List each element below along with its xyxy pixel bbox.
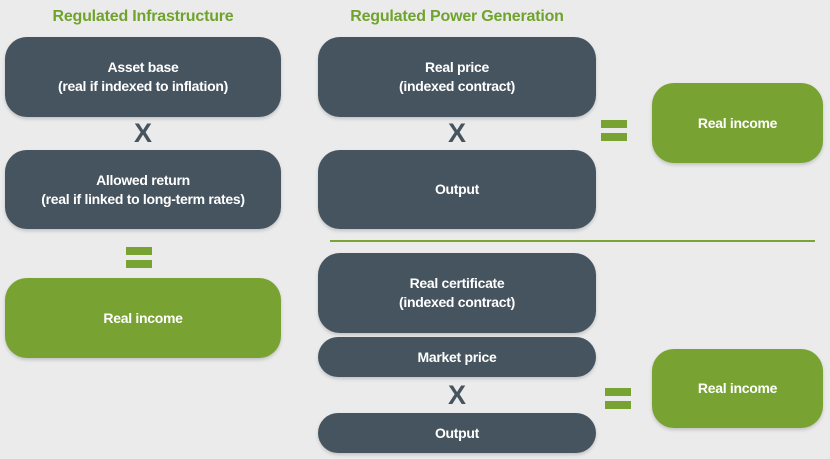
real-income-label: Real income <box>697 380 778 396</box>
multiply-operator-middle-top: X <box>447 118 466 148</box>
equals-operator-right-top <box>601 120 627 146</box>
real-certificate-line1: Real certificate <box>409 275 505 291</box>
real-price-line1: Real price <box>425 59 489 75</box>
section-divider-line <box>330 240 815 242</box>
market-price-box: Market price <box>318 337 596 377</box>
market-price-label: Market price <box>417 348 497 365</box>
output-label: Output <box>434 181 480 197</box>
real-income-box-left: Real income <box>5 278 281 358</box>
allowed-return-box: Allowed return (real if linked to long-t… <box>5 150 281 229</box>
real-certificate-box: Real certificate (indexed contract) <box>318 253 596 333</box>
left-column-title: Regulated Infrastructure <box>52 8 234 25</box>
output-box-bottom: Output <box>318 413 596 453</box>
output-box-top: Output <box>318 150 596 229</box>
real-income-label: Real income <box>103 309 183 326</box>
real-income-box-right-bottom: Real income <box>652 349 823 428</box>
asset-base-line1: Asset base <box>107 59 179 75</box>
asset-base-line2: (real if indexed to inflation) <box>58 78 228 94</box>
multiply-operator-left: X <box>133 118 152 148</box>
equals-operator-left <box>126 247 152 273</box>
real-income-label: Real income <box>697 114 778 131</box>
equals-bar <box>605 388 631 396</box>
equals-bar <box>605 401 631 409</box>
equals-bar <box>126 247 152 255</box>
asset-base-box: Asset base (real if indexed to inflation… <box>5 37 281 117</box>
multiply-operator-middle-bottom: X <box>447 380 466 410</box>
real-price-box: Real price (indexed contract) <box>318 37 596 117</box>
real-price-line2: (indexed contract) <box>399 78 515 94</box>
middle-column-title: Regulated Power Generation <box>350 8 564 25</box>
equals-operator-right-bottom <box>605 388 631 414</box>
allowed-return-line2: (real if linked to long-term rates) <box>41 190 245 207</box>
real-income-box-right-top: Real income <box>652 83 823 163</box>
equals-bar <box>601 133 627 141</box>
equals-bar <box>126 260 152 268</box>
equals-bar <box>601 120 627 128</box>
real-certificate-line2: (indexed contract) <box>399 294 515 310</box>
output-label: Output <box>434 424 480 441</box>
allowed-return-line1: Allowed return <box>96 171 190 188</box>
